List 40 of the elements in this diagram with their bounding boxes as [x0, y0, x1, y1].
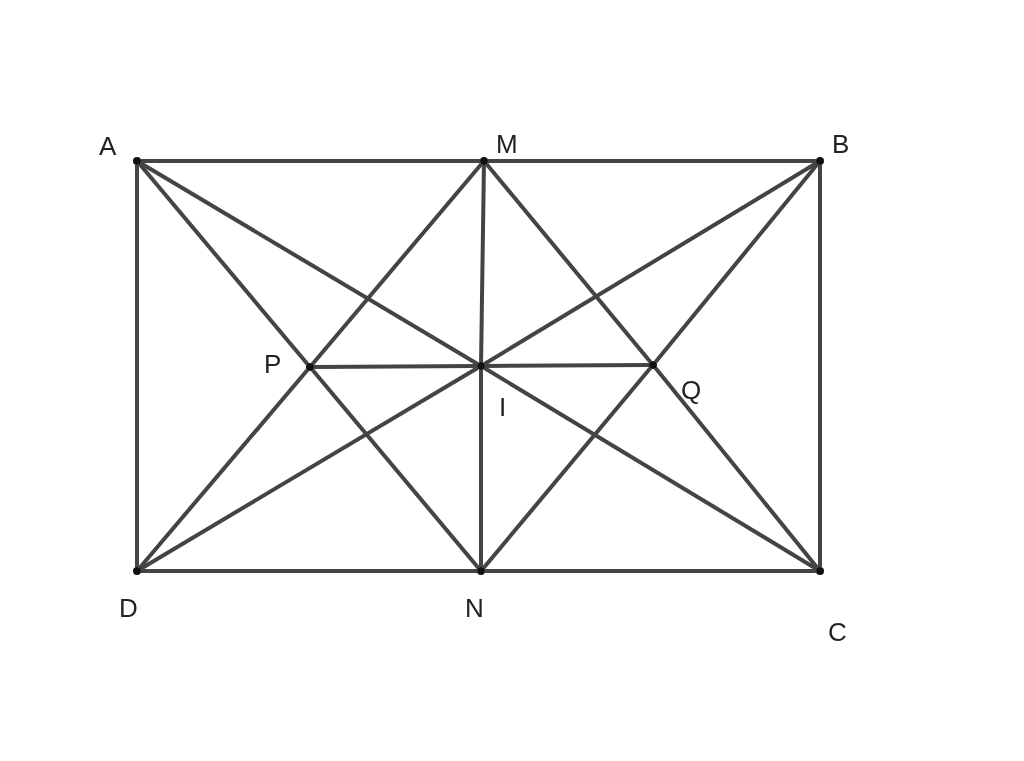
line-segment [135, 165, 139, 567]
point-label: Q [681, 377, 702, 403]
point-dot [477, 362, 485, 370]
line-segment [483, 366, 818, 571]
point-dot [133, 567, 141, 575]
line-segment [139, 161, 479, 366]
point-dot [816, 157, 824, 165]
line-segment [479, 164, 486, 363]
line-segment [311, 368, 480, 570]
point-dot [306, 363, 314, 371]
line-segment [483, 161, 818, 366]
line-segment [488, 159, 816, 163]
point-dot [816, 567, 824, 575]
line-segment [485, 363, 649, 368]
point-dot [133, 157, 141, 165]
line-segment [485, 569, 816, 573]
line-segment [311, 162, 483, 366]
point-label: I [499, 394, 507, 420]
line-segment [141, 159, 480, 163]
line-segment [485, 162, 652, 364]
line-segment [482, 366, 652, 570]
line-segment [139, 366, 479, 571]
line-segment [138, 368, 309, 570]
point-dot [477, 567, 485, 575]
point-label: M [496, 131, 518, 157]
point-dot [649, 361, 657, 369]
line-segment [479, 370, 483, 567]
line-segment [653, 366, 820, 570]
line-segment [818, 165, 822, 567]
line-segment [141, 569, 477, 573]
point-label: D [119, 595, 138, 621]
point-label: B [832, 131, 850, 157]
point-dot [480, 157, 488, 165]
line-segment [654, 162, 819, 364]
point-label: P [264, 351, 282, 377]
line-segment [314, 364, 477, 369]
line-segment [138, 162, 309, 366]
point-label: A [99, 133, 117, 159]
point-label: N [465, 595, 484, 621]
point-label: C [828, 619, 847, 645]
